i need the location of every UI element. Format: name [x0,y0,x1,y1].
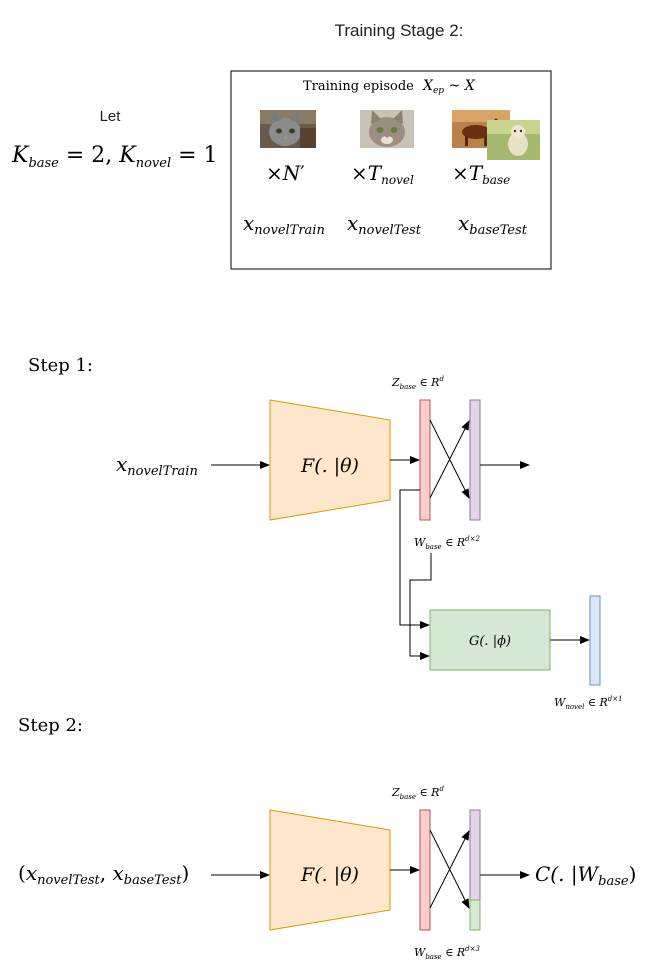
step2-base-weight-vector [469,809,481,901]
stage-title: Training Stage 2: [335,21,464,40]
step2-novel-weight-vector [469,899,481,931]
step2-label: Step 2: [18,715,83,736]
multiplier-n-prime: ×N′ [266,161,305,185]
step1-z-to-generator-arrow [399,489,430,629]
k-values: Kbase = 2, Knovel = 1 [11,143,218,171]
step1-extractor-label: F(. |θ) [300,455,359,477]
step2-w-label: Wbase ∈ Rd×3 [414,945,480,961]
step1-label: Step 1: [28,355,93,376]
episode-label: Training episode [303,79,414,94]
step1-weight-vector [469,399,481,521]
step2-feature-vector [419,809,431,931]
step1-feature-extractor [269,399,391,521]
let-label: Let [100,108,122,125]
step2-feature-extractor [269,809,391,931]
step1-z-label: Zbase ∈ Rd [391,375,444,391]
episode-input-novel-train: xnovelTrain [243,211,325,238]
step2-classifier: C(. |Wbase) [535,862,636,889]
step1-generator-label: G(. |ϕ) [469,634,511,649]
step1-feature-vector [419,399,431,521]
step1-w-to-generator-arrow [409,553,432,660]
episode-input-novel-test: xnovelTest [347,211,422,238]
step2-extractor-label: F(. |θ) [300,864,359,886]
horse-dog-images [452,110,540,160]
step2-z-label: Zbase ∈ Rd [391,785,444,801]
step1-w-label: Wbase ∈ Rd×2 [414,535,480,551]
step1-cross-arrow-up [429,420,470,499]
episode-input-base-test: xbaseTest [458,211,528,238]
step1-novel-weight-vector [589,595,601,686]
step1-w-novel-label: Wnovel ∈ Rd×1 [554,695,623,711]
training-episode-box [230,70,552,270]
kitten-image [260,110,316,148]
step1-input: xnovelTrain [116,452,198,479]
step2-cross-arrow-up [429,830,470,909]
step1-generator [429,609,551,671]
step2-input: (xnovelTest, xbaseTest) [18,861,189,888]
episode-set: Xep ~ X [422,78,476,96]
cat-image [360,110,414,148]
multiplier-t-base: ×Tbase [452,161,510,187]
multiplier-t-novel: ×Tnovel [351,161,414,187]
